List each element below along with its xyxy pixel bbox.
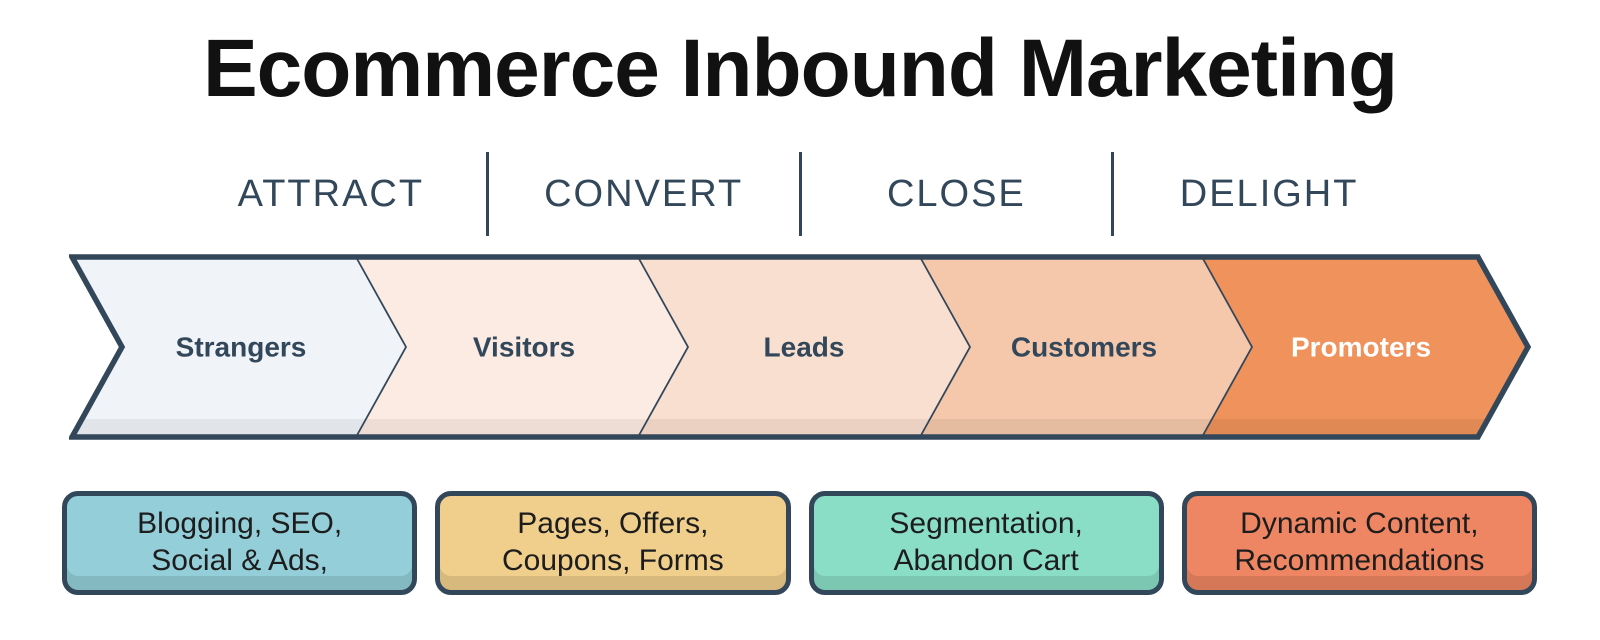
funnel-arrow-band: Strangers Visitors Leads Customers Promo… <box>69 254 1531 440</box>
stage-label-convert: CONVERT <box>544 172 744 215</box>
funnel-divider-2 <box>637 256 690 438</box>
funnel-segment-strangers <box>72 257 406 437</box>
funnel-divider-1 <box>355 256 408 438</box>
tactic-box-convert: Pages, Offers, Coupons, Forms <box>435 491 791 595</box>
stage-label-close: CLOSE <box>886 172 1026 215</box>
funnel-label-customers: Customers <box>1011 332 1157 363</box>
page-title: Ecommerce Inbound Marketing <box>202 23 1398 114</box>
funnel-bottom-shade <box>72 419 1488 437</box>
funnel-divider-3 <box>919 256 972 438</box>
funnel-segment-leads <box>638 257 970 437</box>
tactic-text-line: Blogging, SEO, <box>137 507 343 541</box>
tactic-text-line: Segmentation, <box>889 507 1083 541</box>
funnel-label-visitors: Visitors <box>473 332 575 363</box>
tactic-text-line: Abandon Cart <box>893 544 1079 577</box>
stage-delight: DELIGHT <box>1111 152 1424 236</box>
tactic-text-line: Dynamic Content, <box>1240 507 1479 541</box>
stage-label-row: ATTRACT CONVERT CLOSE DELIGHT <box>176 152 1424 236</box>
stage-label-attract: ATTRACT <box>237 172 425 215</box>
funnel-label-leads: Leads <box>764 332 845 363</box>
funnel-segment-visitors <box>356 257 688 437</box>
stage-convert: CONVERT <box>485 152 799 236</box>
funnel-segment-promoters <box>1202 257 1528 437</box>
funnel-label-strangers: Strangers <box>176 332 307 363</box>
tactics-row: Blogging, SEO, Social & Ads, Pages, Offe… <box>62 491 1537 595</box>
tactic-box-attract: Blogging, SEO, Social & Ads, <box>62 491 418 595</box>
tactic-text-line: Coupons, Forms <box>502 544 724 577</box>
funnel-label-promoters: Promoters <box>1291 332 1431 363</box>
funnel-segment-customers <box>920 257 1252 437</box>
funnel-outline <box>69 254 1531 440</box>
funnel-divider-4 <box>1201 256 1254 438</box>
stage-close: CLOSE <box>798 152 1112 236</box>
stage-label-delight: DELIGHT <box>1179 172 1359 215</box>
tactic-text-line: Recommendations <box>1234 544 1485 577</box>
tactic-box-delight: Dynamic Content, Recommendations <box>1181 491 1537 595</box>
stage-attract: ATTRACT <box>176 152 486 236</box>
tactic-text-line: Pages, Offers, <box>517 507 709 541</box>
tactic-box-close: Segmentation, Abandon Cart <box>808 491 1164 595</box>
tactic-text-line: Social & Ads, <box>151 544 328 577</box>
